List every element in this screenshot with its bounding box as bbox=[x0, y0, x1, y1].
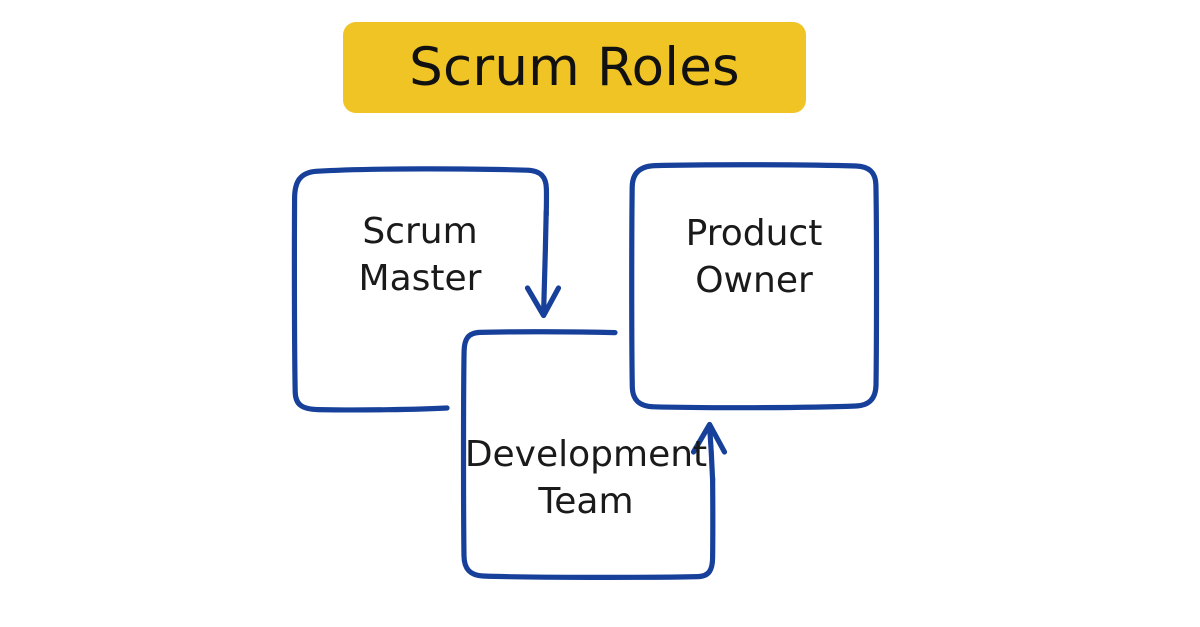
node-label-scrum-master: Scrum Master bbox=[358, 211, 482, 299]
node-label-product-owner: Product Owner bbox=[685, 213, 823, 301]
page-title: Scrum Roles bbox=[409, 37, 740, 98]
node-label-development-team: Development Team bbox=[464, 434, 708, 522]
page-title-banner: Scrum Roles bbox=[343, 22, 806, 113]
